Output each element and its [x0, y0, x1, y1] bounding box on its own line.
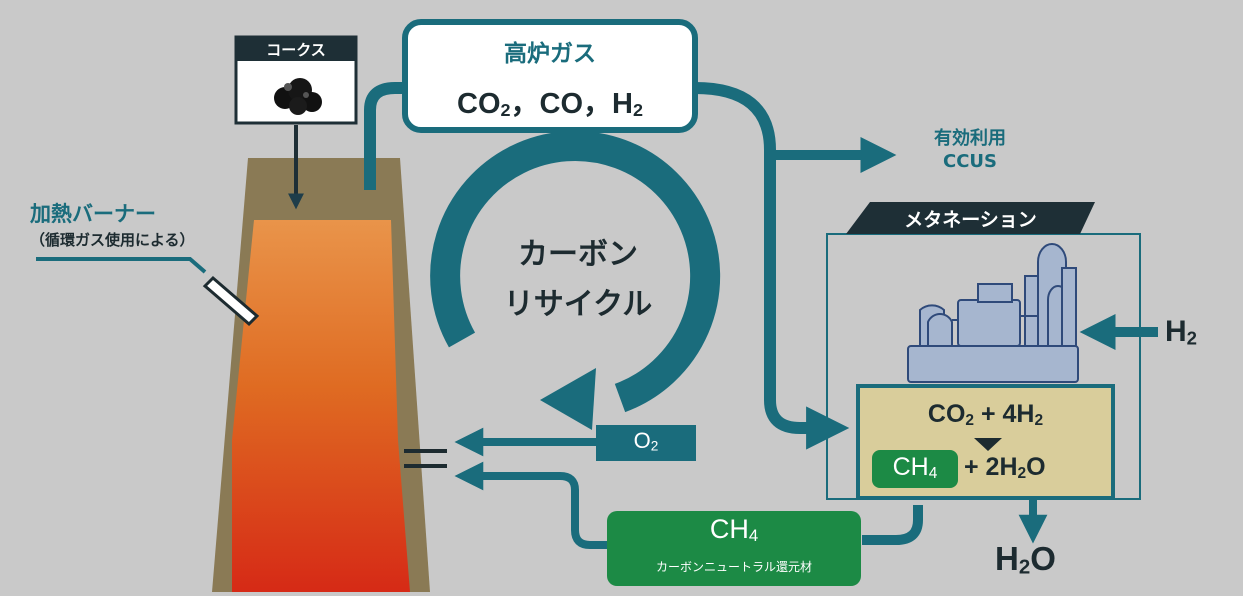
- reaction-2h2o-sub: 2: [1017, 464, 1027, 482]
- burner-pipe: [36, 257, 207, 274]
- water-main: H: [995, 540, 1019, 577]
- h2-input-sub: 2: [1186, 327, 1198, 349]
- reaction-co2: CO: [927, 400, 966, 428]
- burner-label: 加熱バーナー: [30, 202, 156, 226]
- reaction-top-text: CO2 + 4H2: [858, 400, 1113, 429]
- gas-pipe-up: [364, 82, 412, 190]
- co2-text: CO: [457, 88, 501, 120]
- oxygen-flow: [454, 425, 696, 461]
- co-text: CO: [539, 88, 584, 120]
- recycle-arrow: [430, 131, 721, 430]
- water-tail: O: [1030, 540, 1056, 577]
- blast-gas-title: 高炉ガス: [504, 41, 596, 67]
- separator-1: ，: [510, 88, 540, 120]
- methanation-unit: [826, 202, 1158, 544]
- blast-gas-box: [402, 19, 698, 133]
- ch4-return-label: CH4: [607, 514, 861, 545]
- chemical-plant-icon: [907, 243, 1079, 383]
- ch4-return-box: [607, 511, 861, 586]
- burner-nozzle: [202, 275, 260, 327]
- reaction-2h2o-b: O: [1026, 453, 1046, 481]
- ch4-product-sub: 4: [928, 464, 938, 482]
- effective-use-line2: CCUS: [943, 151, 997, 172]
- reaction-4h2-sub: 2: [1034, 411, 1044, 429]
- h2-subscript: 2: [632, 100, 643, 121]
- oxygen-main: O: [633, 428, 651, 453]
- reaction-co2-sub: 2: [965, 411, 975, 429]
- furnace-hot-zone: [232, 220, 410, 592]
- separator-2: ，: [583, 88, 613, 120]
- effective-use-label: 有効利用 CCUS: [905, 127, 1035, 173]
- water-sub: 2: [1018, 555, 1031, 579]
- h2-text: H: [612, 88, 633, 120]
- ch4-return-main: CH: [709, 514, 749, 544]
- heating-burner: [36, 257, 260, 327]
- methanation-title: メタネーション: [904, 209, 1037, 231]
- burner-note: （循環ガス使用による）: [30, 231, 195, 249]
- blast-gas-formula: CO2，CO，H2: [405, 80, 695, 122]
- gas-pipe-right: [694, 82, 850, 450]
- reaction-2h2o-a: + 2H: [964, 453, 1018, 481]
- recycle-line1: カーボン: [518, 237, 638, 272]
- reaction-down-arrow: [974, 438, 1002, 451]
- ch4-return-flow: [454, 461, 923, 586]
- reaction-bottom-rest: + 2H2O: [964, 453, 1046, 482]
- reaction-4h2: + 4H: [974, 400, 1035, 428]
- h2-input-main: H: [1165, 315, 1187, 348]
- h2-input-label: H2: [1165, 315, 1197, 349]
- methanation-title-bar: [846, 202, 1095, 234]
- ch4-return-sub: 4: [748, 526, 759, 545]
- coke-box: [234, 35, 358, 210]
- coke-lumps-icon: [274, 78, 322, 115]
- oxygen-sub: 2: [650, 438, 659, 454]
- ch4-product-box: [872, 450, 958, 488]
- coke-label: コークス: [266, 41, 326, 59]
- blast-gas-flow: [364, 19, 897, 450]
- ch4-product-label: CH4: [872, 453, 958, 482]
- co2-subscript: 2: [500, 100, 511, 121]
- oxygen-label: O2: [596, 428, 696, 454]
- recycle-label: カーボン リサイクル: [478, 230, 678, 330]
- effective-use-line1: 有効利用: [934, 128, 1006, 149]
- ch4-product-main: CH: [892, 453, 929, 481]
- blast-furnace: [212, 158, 447, 592]
- oxygen-box: [596, 425, 696, 461]
- recycle-line2: リサイクル: [503, 287, 653, 322]
- water-output-label: H2O: [995, 540, 1056, 578]
- ch4-return-note: カーボンニュートラル還元材: [655, 560, 812, 574]
